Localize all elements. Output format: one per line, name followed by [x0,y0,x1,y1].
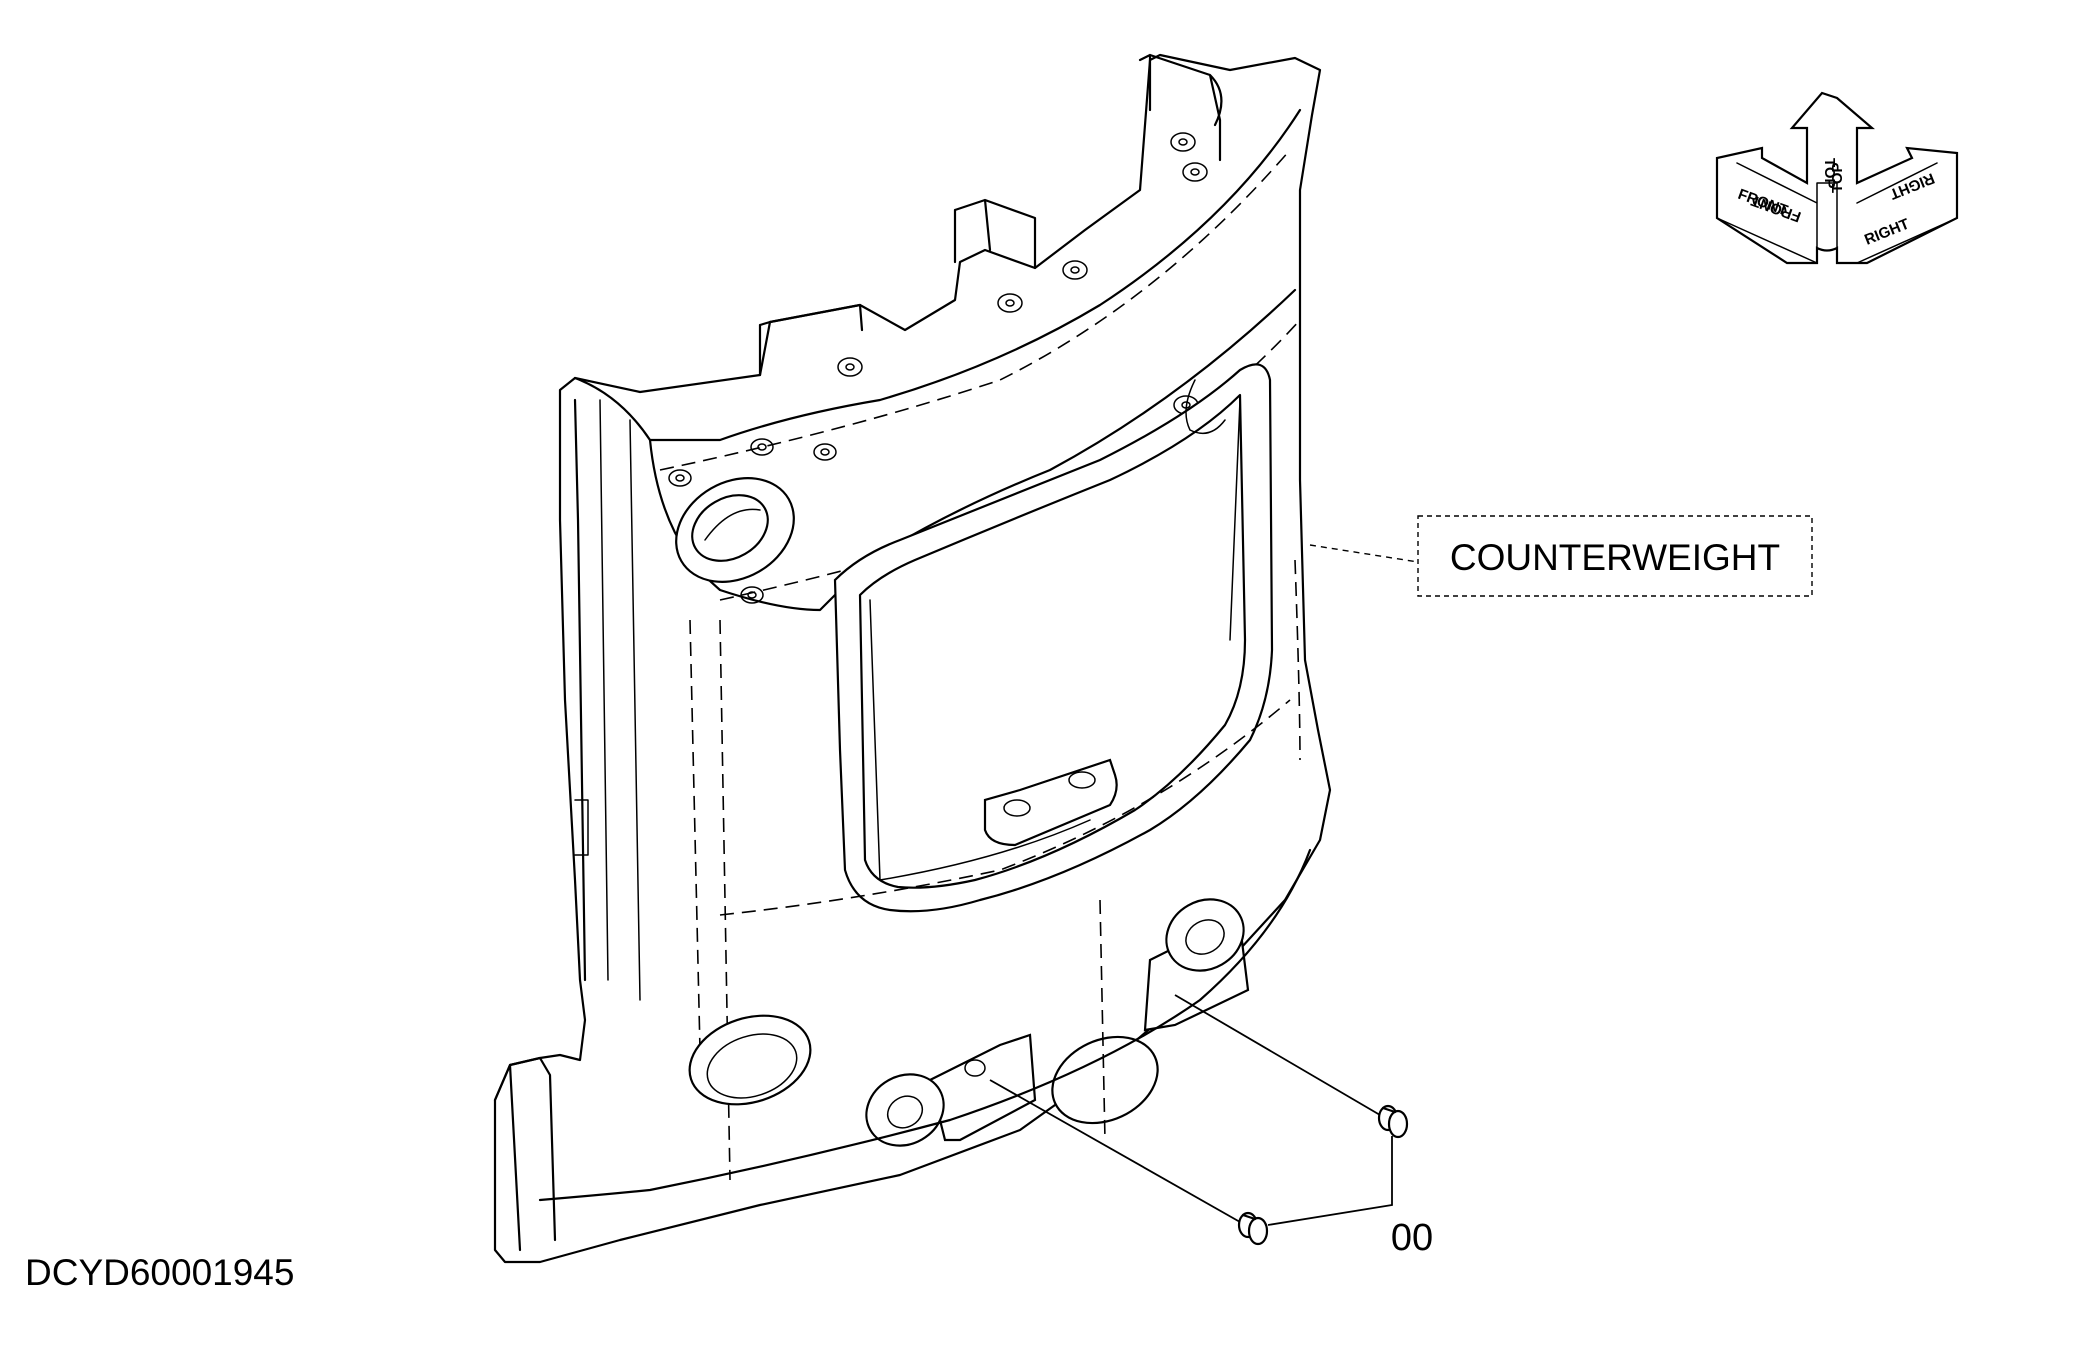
top-rim-hidden [659,149,1291,471]
window-bottom-lug [983,758,1118,847]
base-lower-edge [538,848,1312,1202]
right-hidden-vertical [1099,559,1301,1141]
bottom-left-foot [493,1056,557,1252]
top-lug-right [1138,53,1223,162]
left-column-outer [573,398,587,982]
central-window-inner [858,393,1247,889]
bottom-left-slot-pin [964,1059,986,1077]
counterweight-outline [493,53,1332,1264]
bottom-centre-bore [1051,1035,1159,1125]
orientation-indicator: FRONT RIGHT TOP FRONT RIGHT TOP [1715,91,1959,265]
drawing-code-label: DCYD60001945 [25,1252,294,1293]
item-number-label: 00 [1391,1217,1433,1259]
bottom-right-slot-boss [1165,898,1245,972]
top-rim-holes [837,132,1208,415]
central-window-outer [833,363,1274,913]
left-upper-bore-outer [675,477,795,583]
top-label: TOP [1821,158,1838,189]
orientation-arrows-outline [1715,91,1959,265]
top-rim-front [573,108,1302,442]
bottom-left-bore [688,1014,812,1106]
top-lug-left [758,303,864,377]
window-upper-right-boss [1185,379,1226,435]
base-hidden [719,699,1291,916]
item-leader [1267,1136,1393,1226]
window-lug-hole-b [1068,771,1096,789]
top-lug-middle [953,198,1037,270]
bottom-right-slot-hole [1185,919,1225,955]
top-mirror-label: TOP [1829,162,1846,193]
left-boss-holes [668,438,837,604]
counterweight-label: COUNTERWEIGHT [1450,537,1780,578]
left-notch [574,799,589,856]
central-window-step [869,399,1241,881]
bottom-left-slot-hole [886,1095,924,1129]
bolt-upper-right [1174,994,1409,1139]
left-column-inner [599,399,641,1001]
window-lug-hole-a [1003,799,1031,817]
bolt-lower-left [989,1079,1269,1246]
counterweight-drawing [493,53,1332,1264]
counterweight-leader [1309,544,1419,563]
left-upper-bore-shade [704,508,761,541]
bottom-left-bore-inner [706,1033,798,1099]
left-upper-bore-inner [691,494,769,562]
orientation-inner-lines [1716,162,1958,264]
bottom-left-slot [928,1033,1037,1142]
counterweight-callout-box [1417,515,1813,597]
